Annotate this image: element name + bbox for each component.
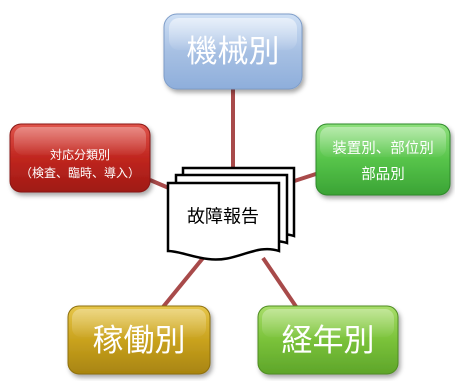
node-response-line1: 対応分類別 bbox=[50, 148, 110, 162]
node-age-label: 経年別 bbox=[282, 323, 375, 359]
node-machine-label: 機械別 bbox=[187, 34, 280, 70]
node-machine bbox=[163, 13, 303, 90]
node-operation bbox=[67, 305, 211, 375]
node-device-line2: 部品別 bbox=[361, 166, 405, 183]
node-age bbox=[257, 305, 399, 375]
center-label: 故障報告 bbox=[187, 207, 259, 228]
node-response bbox=[9, 123, 151, 193]
connector-lines bbox=[149, 89, 323, 310]
node-response-line2: （検査、臨時、導入） bbox=[20, 166, 140, 180]
connector-age bbox=[261, 256, 299, 310]
node-operation-label: 稼働別 bbox=[93, 323, 186, 359]
document-sheet-front bbox=[166, 181, 281, 261]
node-device bbox=[315, 123, 451, 196]
document-stack-icon bbox=[166, 166, 296, 261]
node-device-line1: 装置別、部位別 bbox=[332, 140, 434, 157]
connector-operation bbox=[161, 256, 205, 309]
